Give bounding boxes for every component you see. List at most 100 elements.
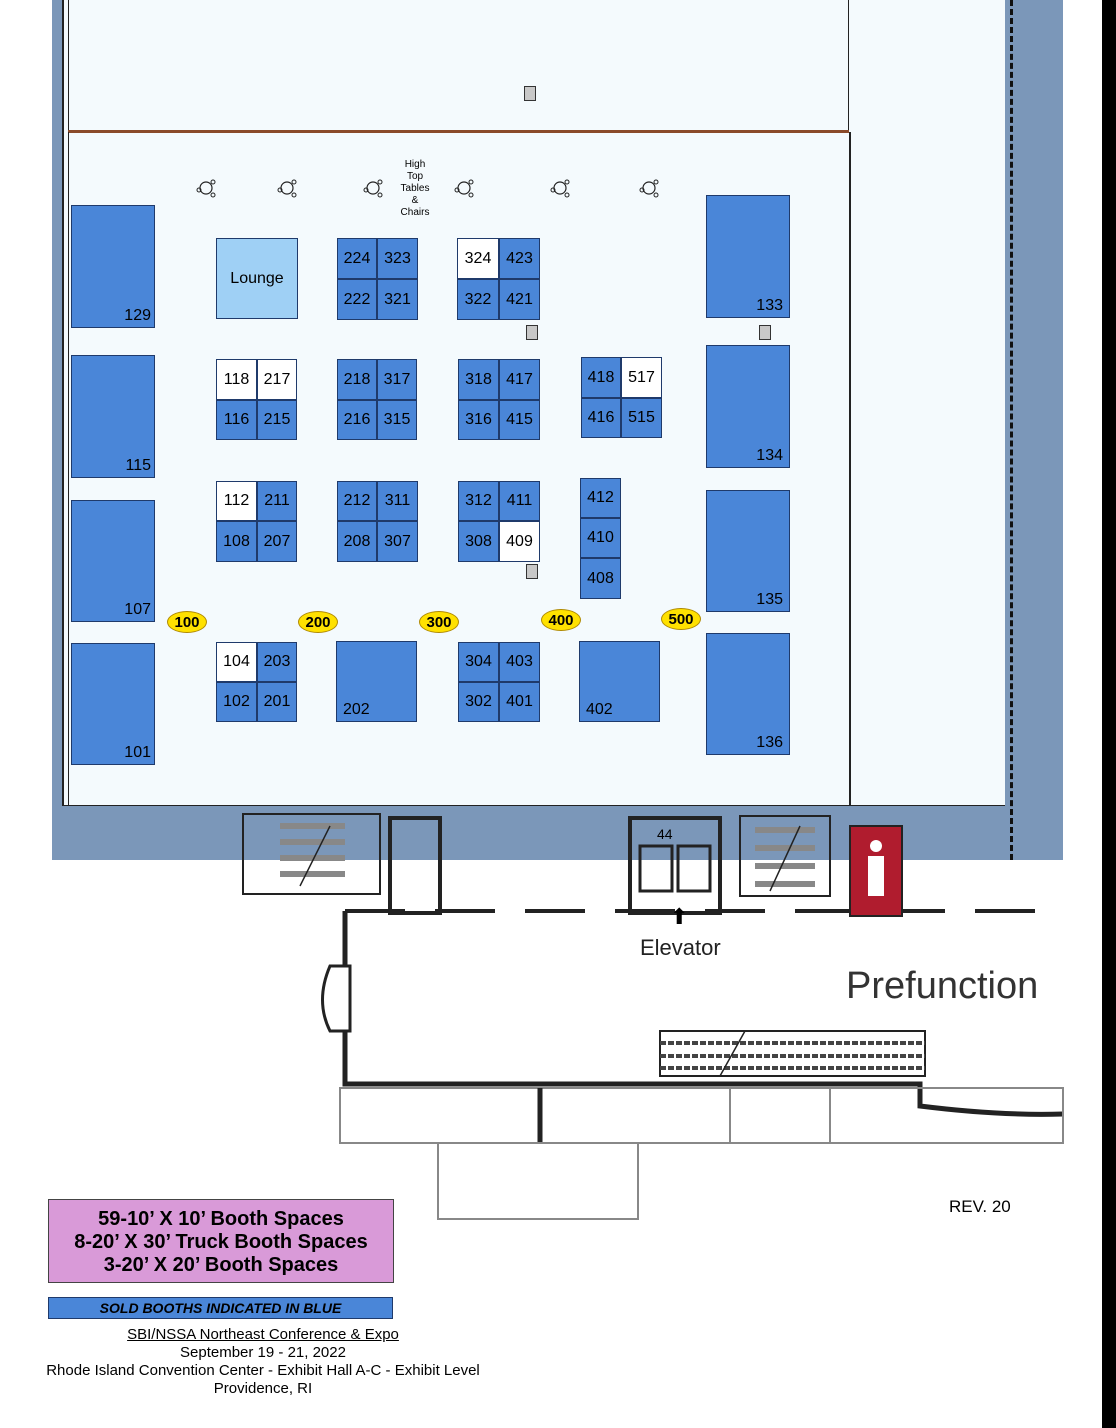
booth-number: 129 bbox=[124, 307, 151, 324]
booth-number: 115 bbox=[125, 457, 151, 474]
booth-118[interactable]: 118 bbox=[216, 359, 257, 400]
booth-108[interactable]: 108 bbox=[216, 521, 257, 562]
pillar bbox=[524, 86, 536, 101]
booth-217[interactable]: 217 bbox=[257, 359, 297, 400]
pillar bbox=[759, 325, 771, 340]
booth-133[interactable]: 133 bbox=[706, 195, 790, 318]
booth-315[interactable]: 315 bbox=[377, 400, 417, 440]
booth-211[interactable]: 211 bbox=[257, 481, 297, 521]
booth-218[interactable]: 218 bbox=[337, 359, 377, 400]
booth-421[interactable]: 421 bbox=[499, 279, 540, 320]
booth-number: 203 bbox=[263, 653, 291, 670]
booth-112[interactable]: 112 bbox=[216, 481, 257, 521]
booth-number: 418 bbox=[587, 368, 615, 386]
booth-107[interactable]: 107 bbox=[71, 500, 155, 622]
pillar bbox=[526, 564, 538, 579]
booth-308[interactable]: 308 bbox=[458, 521, 499, 562]
booth-411[interactable]: 411 bbox=[499, 481, 540, 521]
booth-312[interactable]: 312 bbox=[458, 481, 499, 521]
booth-302[interactable]: 302 bbox=[458, 682, 499, 722]
booth-102[interactable]: 102 bbox=[216, 682, 257, 722]
booth-322[interactable]: 322 bbox=[457, 279, 499, 320]
booth-324[interactable]: 324 bbox=[457, 238, 499, 279]
booth-321[interactable]: 321 bbox=[377, 279, 418, 320]
booth-201[interactable]: 201 bbox=[257, 682, 297, 722]
booth-208[interactable]: 208 bbox=[337, 521, 377, 562]
event-venue: Rhode Island Convention Center - Exhibit… bbox=[46, 1362, 480, 1379]
booth-423[interactable]: 423 bbox=[499, 238, 540, 279]
aisle-label: 500 bbox=[668, 610, 694, 628]
booth-515[interactable]: 515 bbox=[621, 398, 662, 438]
booth-408[interactable]: 408 bbox=[580, 558, 621, 599]
outer-wall-left bbox=[52, 0, 62, 815]
booth-418[interactable]: 418 bbox=[581, 357, 621, 398]
booth-115[interactable]: 115 bbox=[71, 355, 155, 478]
booth-number: 311 bbox=[384, 492, 411, 509]
booth-number: 318 bbox=[465, 370, 492, 388]
booth-129[interactable]: 129 bbox=[71, 205, 155, 328]
booth-203[interactable]: 203 bbox=[257, 642, 297, 682]
dashed-wall-line bbox=[1010, 0, 1014, 860]
booth-101[interactable]: 101 bbox=[71, 643, 155, 765]
booth-number: 208 bbox=[343, 532, 371, 550]
aisle-marker-300: 300 bbox=[419, 611, 459, 633]
elevator-label: Elevator bbox=[640, 935, 721, 960]
booth-number: 217 bbox=[263, 370, 291, 388]
outer-wall-right bbox=[1005, 0, 1063, 860]
pillar bbox=[526, 325, 538, 340]
booth-number: 133 bbox=[756, 297, 783, 314]
booth-409[interactable]: 409 bbox=[499, 521, 540, 562]
booth-number: 421 bbox=[506, 290, 533, 308]
booth-number: 408 bbox=[587, 569, 614, 587]
sold-booths-note: SOLD BOOTHS INDICATED IN BLUE bbox=[48, 1297, 393, 1319]
event-info: SBI/NSSA Northeast Conference & Expo Sep… bbox=[30, 1326, 496, 1398]
booth-number: 402 bbox=[586, 701, 613, 718]
revision-label: REV. 20 bbox=[949, 1197, 1011, 1216]
booth-number: 215 bbox=[263, 411, 291, 428]
booth-415[interactable]: 415 bbox=[499, 400, 540, 440]
lounge-area[interactable]: Lounge bbox=[216, 238, 298, 319]
high-top-table-icon bbox=[639, 179, 659, 198]
booth-116[interactable]: 116 bbox=[216, 400, 257, 440]
booth-number: 222 bbox=[343, 290, 371, 308]
booth-517[interactable]: 517 bbox=[621, 357, 662, 398]
booth-number: 324 bbox=[464, 249, 492, 267]
booth-number: 212 bbox=[343, 492, 371, 509]
booth-304[interactable]: 304 bbox=[458, 642, 499, 682]
booth-134[interactable]: 134 bbox=[706, 345, 790, 468]
booth-number: 322 bbox=[464, 290, 492, 308]
aisle-marker-400: 400 bbox=[541, 609, 581, 631]
booth-410[interactable]: 410 bbox=[580, 518, 621, 558]
booth-104[interactable]: 104 bbox=[216, 642, 257, 682]
legend-line: 59-10’ X 10’ Booth Spaces bbox=[98, 1208, 344, 1230]
booth-number: 316 bbox=[465, 411, 492, 428]
booth-number: 417 bbox=[506, 370, 533, 388]
booth-202[interactable]: 202 bbox=[336, 641, 417, 722]
high-top-label-line: & bbox=[411, 195, 419, 206]
booth-417[interactable]: 417 bbox=[499, 359, 540, 400]
booth-402[interactable]: 402 bbox=[579, 641, 660, 722]
booth-311[interactable]: 311 bbox=[377, 481, 418, 521]
high-top-table-icon bbox=[363, 179, 383, 198]
booth-number: 401 bbox=[506, 693, 533, 710]
high-top-label-line: Tables bbox=[400, 183, 430, 194]
booth-207[interactable]: 207 bbox=[257, 521, 297, 562]
booth-224[interactable]: 224 bbox=[337, 238, 377, 279]
booth-412[interactable]: 412 bbox=[580, 478, 621, 518]
booth-317[interactable]: 317 bbox=[377, 359, 417, 400]
booth-215[interactable]: 215 bbox=[257, 400, 297, 440]
booth-136[interactable]: 136 bbox=[706, 633, 790, 755]
booth-323[interactable]: 323 bbox=[377, 238, 418, 279]
booth-307[interactable]: 307 bbox=[377, 521, 418, 562]
aisle-marker-100: 100 bbox=[167, 611, 207, 633]
booth-222[interactable]: 222 bbox=[337, 279, 377, 320]
booth-216[interactable]: 216 bbox=[337, 400, 377, 440]
booth-403[interactable]: 403 bbox=[499, 642, 540, 682]
aisle-label: 400 bbox=[548, 611, 574, 629]
booth-401[interactable]: 401 bbox=[499, 682, 540, 722]
booth-416[interactable]: 416 bbox=[581, 398, 621, 438]
booth-318[interactable]: 318 bbox=[458, 359, 499, 400]
booth-135[interactable]: 135 bbox=[706, 490, 790, 612]
booth-212[interactable]: 212 bbox=[337, 481, 377, 521]
booth-316[interactable]: 316 bbox=[458, 400, 499, 440]
